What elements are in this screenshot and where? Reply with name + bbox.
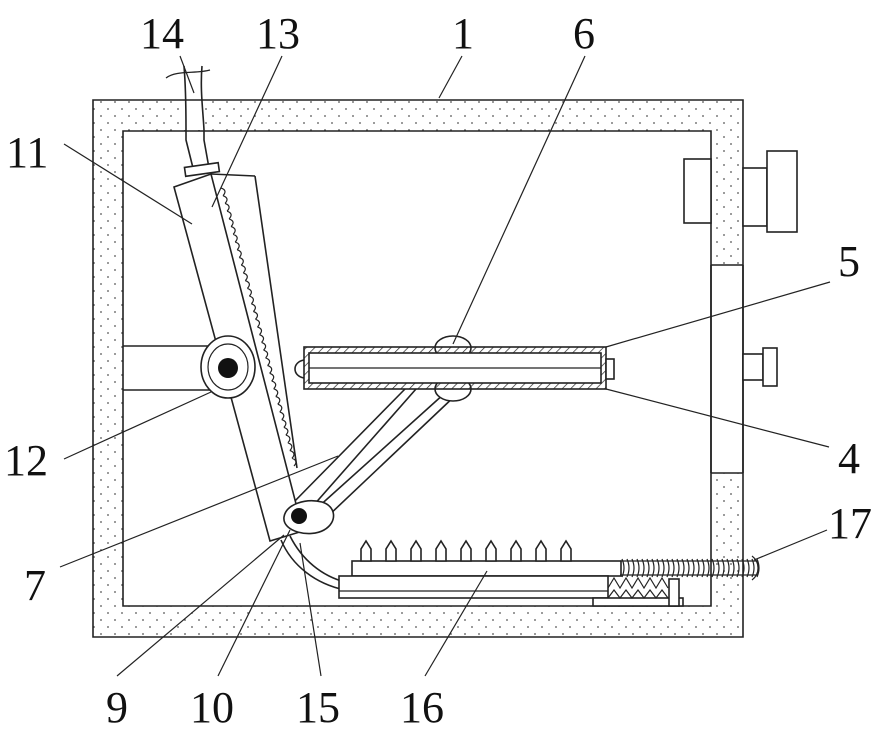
label-4: 4 bbox=[838, 434, 860, 483]
side-mount-lower bbox=[743, 348, 777, 386]
nozzle bbox=[411, 541, 421, 561]
label-15: 15 bbox=[296, 683, 340, 732]
nozzle bbox=[561, 541, 571, 561]
pivot-12 bbox=[201, 336, 255, 398]
label-12: 12 bbox=[4, 436, 48, 485]
label-14: 14 bbox=[140, 9, 184, 58]
nozzle bbox=[436, 541, 446, 561]
label-13: 13 bbox=[256, 9, 300, 58]
label-11: 11 bbox=[6, 128, 48, 177]
label-1: 1 bbox=[452, 9, 474, 58]
horizontal-tube-4 bbox=[295, 336, 614, 401]
nozzle bbox=[536, 541, 546, 561]
connecting-rod-7 bbox=[291, 389, 458, 517]
pivot-9 bbox=[284, 501, 334, 534]
label-6: 6 bbox=[573, 9, 595, 58]
nozzle bbox=[486, 541, 496, 561]
nozzle bbox=[511, 541, 521, 561]
nozzle bbox=[386, 541, 396, 561]
label-17: 17 bbox=[828, 499, 872, 548]
label-9: 9 bbox=[106, 683, 128, 732]
label-16: 16 bbox=[400, 683, 444, 732]
nozzle bbox=[361, 541, 371, 561]
label-7: 7 bbox=[24, 561, 46, 610]
base-slide-16 bbox=[339, 541, 683, 606]
nozzle bbox=[461, 541, 471, 561]
label-10: 10 bbox=[190, 683, 234, 732]
label-5: 5 bbox=[838, 237, 860, 286]
hose-15 bbox=[281, 536, 345, 590]
